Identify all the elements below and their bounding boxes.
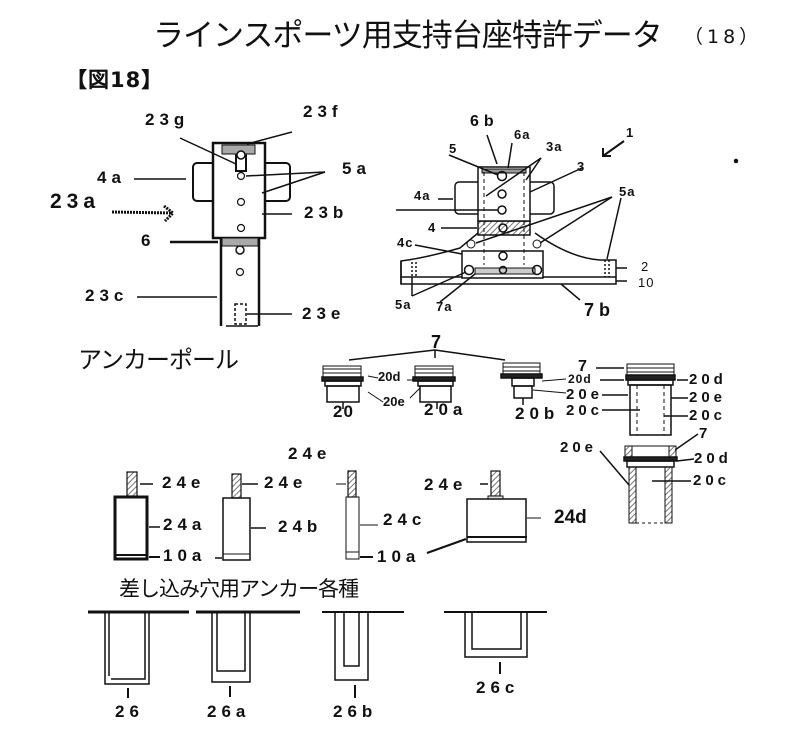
label-4a-right: 4a <box>414 188 431 203</box>
label-20: 20 <box>333 402 354 421</box>
label-24c: 24c <box>383 510 427 529</box>
hole <box>235 267 245 277</box>
label-6: 6 <box>141 231 156 250</box>
label-20e: 20e <box>383 394 405 409</box>
label-20d-right: 20d <box>689 371 727 388</box>
anchor-20b <box>500 362 543 405</box>
label-20c-b: 20c <box>566 402 604 419</box>
label-23a: 23a <box>50 190 101 213</box>
hole <box>236 197 246 207</box>
label-20e-right-lower: 20e <box>560 439 598 456</box>
label-26c: 26c <box>476 678 520 697</box>
hole <box>236 171 246 181</box>
label-10: 10 <box>638 275 655 290</box>
anchor-20c <box>596 363 699 524</box>
label-4c: 4c <box>397 235 414 250</box>
label-20b: 20b <box>515 404 560 423</box>
anchor-pole-caption: アンカーポール <box>78 346 239 374</box>
label-3a: 3a <box>546 139 563 154</box>
figure-label: 【図18】 <box>66 68 164 92</box>
label-5: 5 <box>449 141 458 156</box>
label-7a: 7a <box>436 299 453 314</box>
label-20e-right: 20e <box>689 389 727 406</box>
label-24a: 24a <box>163 515 207 534</box>
label-3: 3 <box>577 159 586 174</box>
label-7-right: 7 <box>578 358 592 375</box>
label-5a-right: 5a <box>619 184 636 199</box>
insert-holes-26 <box>88 610 547 698</box>
label-7-top: 7 <box>431 332 447 352</box>
slot-23e <box>234 303 247 325</box>
label-20d-right-lower: 20d <box>694 450 732 467</box>
arrow-23a <box>111 204 176 223</box>
label-24e-3: 24e <box>288 444 332 463</box>
label-6a: 6a <box>514 127 531 142</box>
label-1: 1 <box>626 125 635 140</box>
label-26: 26 <box>115 702 144 721</box>
label-6b: 6b <box>470 113 499 130</box>
base-assembly-1 <box>396 134 739 303</box>
insert-holes-caption: 差し込み穴用アンカー各種 <box>119 577 359 601</box>
label-24e-4: 24e <box>424 475 468 494</box>
anchor-poles <box>321 349 567 409</box>
label-20c-right-lower: 20c <box>693 472 731 489</box>
label-23c: 23c <box>85 286 129 305</box>
collar-6 <box>221 237 259 247</box>
label-23f: 23f <box>303 102 343 121</box>
page-number: （18） <box>684 26 763 48</box>
label-23g: 23g <box>145 110 190 129</box>
anchor-20 <box>321 365 364 409</box>
support-stand-23a <box>111 131 326 327</box>
label-20d-b: 20d <box>568 372 592 386</box>
label-4: 4 <box>428 220 437 235</box>
label-26a: 26a <box>207 702 251 721</box>
hole <box>236 223 246 233</box>
page-title: ラインスポーツ用支持台座特許データ <box>153 18 663 54</box>
label-10a-3: 10a <box>377 547 421 566</box>
label-5a: 5a <box>342 159 371 178</box>
label-23e: 23e <box>302 304 346 323</box>
label-24b: 24b <box>278 517 323 536</box>
label-20a: 20a <box>424 400 468 419</box>
label-10a-1: 10a <box>163 546 207 565</box>
label-20d: 20d <box>378 369 401 384</box>
anchors-24 <box>113 470 541 561</box>
label-20c-right: 20c <box>689 407 727 424</box>
label-24e-2: 24e <box>264 473 308 492</box>
label-7b: 7b <box>584 300 616 320</box>
label-24d: 24d <box>554 507 587 528</box>
label-23b: 23b <box>304 203 349 222</box>
label-7-right-lower: 7 <box>699 425 712 442</box>
label-2: 2 <box>641 259 650 274</box>
label-24e-1: 24e <box>162 473 206 492</box>
label-5a-bottom-left: 5a <box>395 297 412 312</box>
anchor-20a <box>412 365 456 409</box>
label-20e-b: 20e <box>566 386 604 403</box>
label-4a: 4a <box>97 168 126 187</box>
hole <box>235 245 245 255</box>
label-26b: 26b <box>333 702 378 721</box>
